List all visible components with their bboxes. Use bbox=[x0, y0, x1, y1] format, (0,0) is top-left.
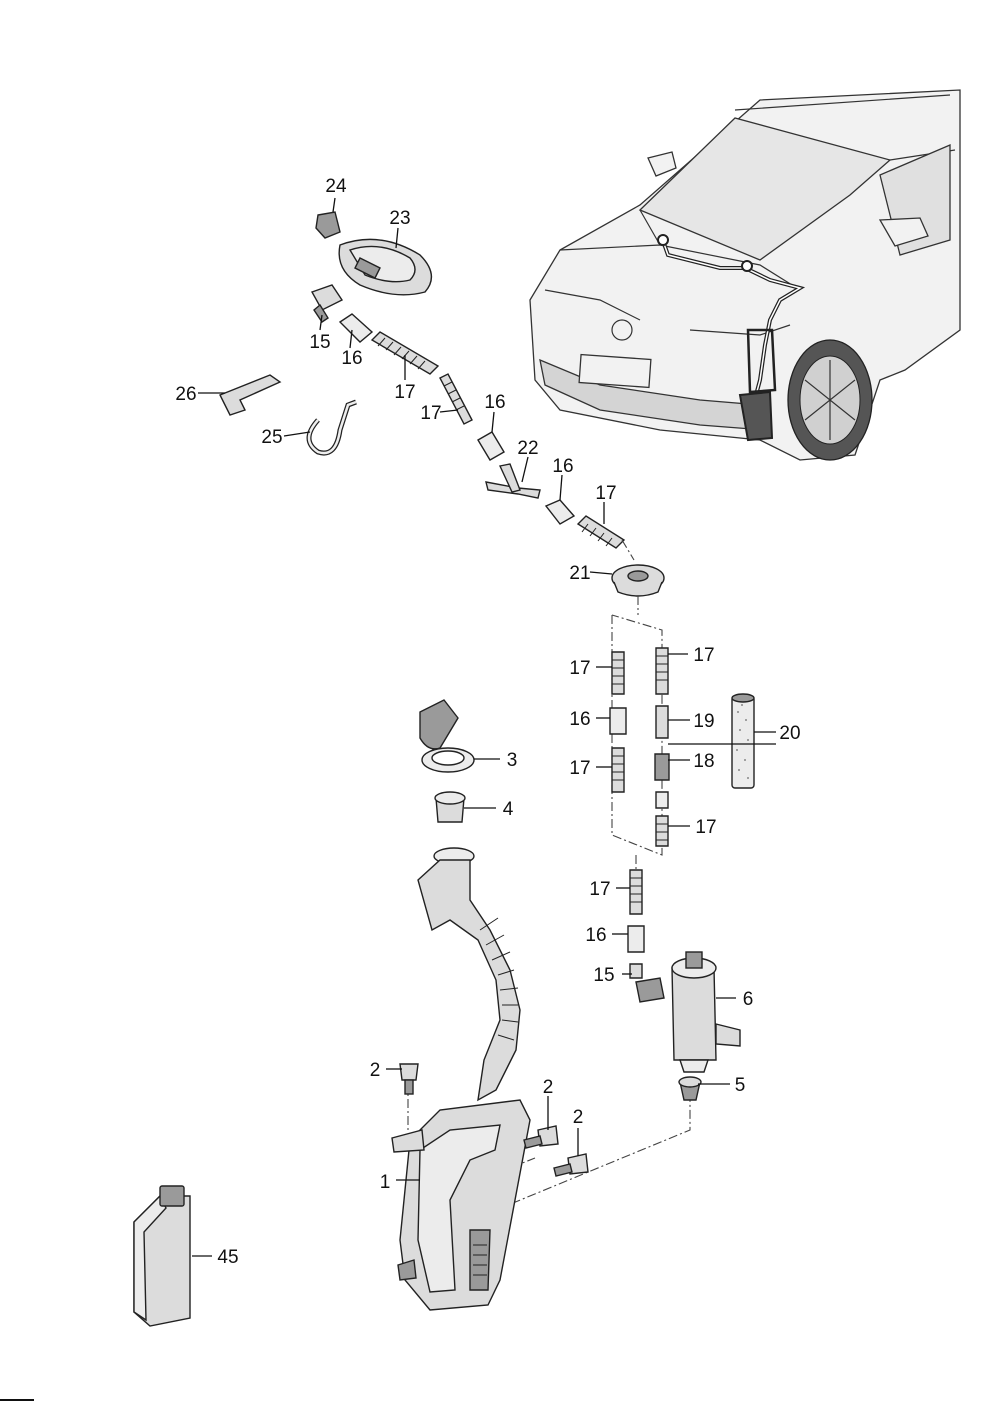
callout-5: 5 bbox=[735, 1075, 746, 1096]
filler-cap-part-3 bbox=[419, 699, 475, 773]
vehicle-illustration bbox=[529, 89, 961, 461]
callout-1: 1 bbox=[380, 1172, 391, 1193]
callout-4: 4 bbox=[503, 799, 514, 820]
filter-part-20 bbox=[731, 693, 755, 789]
callout-3: 3 bbox=[507, 750, 518, 771]
grommet-part-21 bbox=[611, 564, 665, 597]
callout-18: 18 bbox=[693, 751, 714, 772]
callout-6: 6 bbox=[743, 989, 754, 1010]
callout-2-mid: 2 bbox=[543, 1077, 554, 1098]
hose-stack-right bbox=[654, 647, 670, 847]
callout-15-lower: 15 bbox=[593, 965, 614, 986]
callout-17-left-b: 17 bbox=[569, 758, 590, 779]
fluid-bottle-part-45 bbox=[133, 1185, 191, 1327]
callout-16-top: 16 bbox=[341, 348, 362, 369]
hose-sleeve-part-16-right bbox=[544, 499, 576, 525]
pump-grommet-part-5 bbox=[678, 1076, 702, 1101]
callout-22: 22 bbox=[517, 438, 538, 459]
washer-nozzle-part-23 bbox=[338, 238, 433, 296]
callout-17-right: 17 bbox=[595, 483, 616, 504]
washer-reservoir-part-1 bbox=[391, 1099, 531, 1311]
assembly-guide-line bbox=[611, 614, 663, 856]
callout-45: 45 bbox=[217, 1247, 238, 1268]
callout-20: 20 bbox=[779, 723, 800, 744]
callout-17-top: 17 bbox=[394, 382, 415, 403]
callout-24: 24 bbox=[325, 176, 347, 197]
callout-16-right: 16 bbox=[552, 456, 573, 477]
callout-16-lower: 16 bbox=[585, 925, 606, 946]
strainer-part-4 bbox=[434, 791, 466, 823]
callout-26: 26 bbox=[175, 384, 196, 405]
callout-16-left: 16 bbox=[569, 709, 590, 730]
callout-21: 21 bbox=[569, 563, 590, 584]
callout-19: 19 bbox=[693, 711, 714, 732]
callout-16-mid: 16 bbox=[484, 392, 505, 413]
nozzle-cap-part-24 bbox=[315, 211, 341, 239]
hose-stack-left bbox=[609, 651, 627, 793]
bracket-part-26 bbox=[219, 374, 282, 416]
cable-tie-part-25 bbox=[306, 399, 357, 456]
filler-neck bbox=[417, 847, 521, 1102]
callout-2-right: 2 bbox=[573, 1107, 584, 1128]
callout-labels: 24 23 15 16 17 17 16 26 25 22 16 17 21 1… bbox=[175, 176, 800, 1268]
callout-17-right-b: 17 bbox=[695, 817, 716, 838]
callout-2-left: 2 bbox=[370, 1060, 381, 1081]
callout-23: 23 bbox=[389, 208, 410, 229]
washer-pump-part-6 bbox=[671, 951, 741, 1073]
connector-part-15-top bbox=[310, 284, 344, 323]
callout-17-lower: 17 bbox=[589, 879, 610, 900]
callout-25: 25 bbox=[261, 427, 282, 448]
screws-part-2 bbox=[399, 1063, 589, 1177]
y-connector-part-22 bbox=[485, 463, 541, 499]
corrugated-hose-part-17-right bbox=[576, 515, 626, 549]
hose-sleeve-part-16-top bbox=[338, 313, 374, 343]
callout-17-mid: 17 bbox=[420, 403, 441, 424]
callout-15-top: 15 bbox=[309, 332, 330, 353]
callout-17-left-a: 17 bbox=[569, 658, 590, 679]
hose-sleeve-part-16-mid bbox=[477, 431, 505, 461]
leader-lines bbox=[192, 197, 776, 1257]
callout-17-right-a: 17 bbox=[693, 645, 714, 666]
hose-lower bbox=[627, 869, 665, 1003]
